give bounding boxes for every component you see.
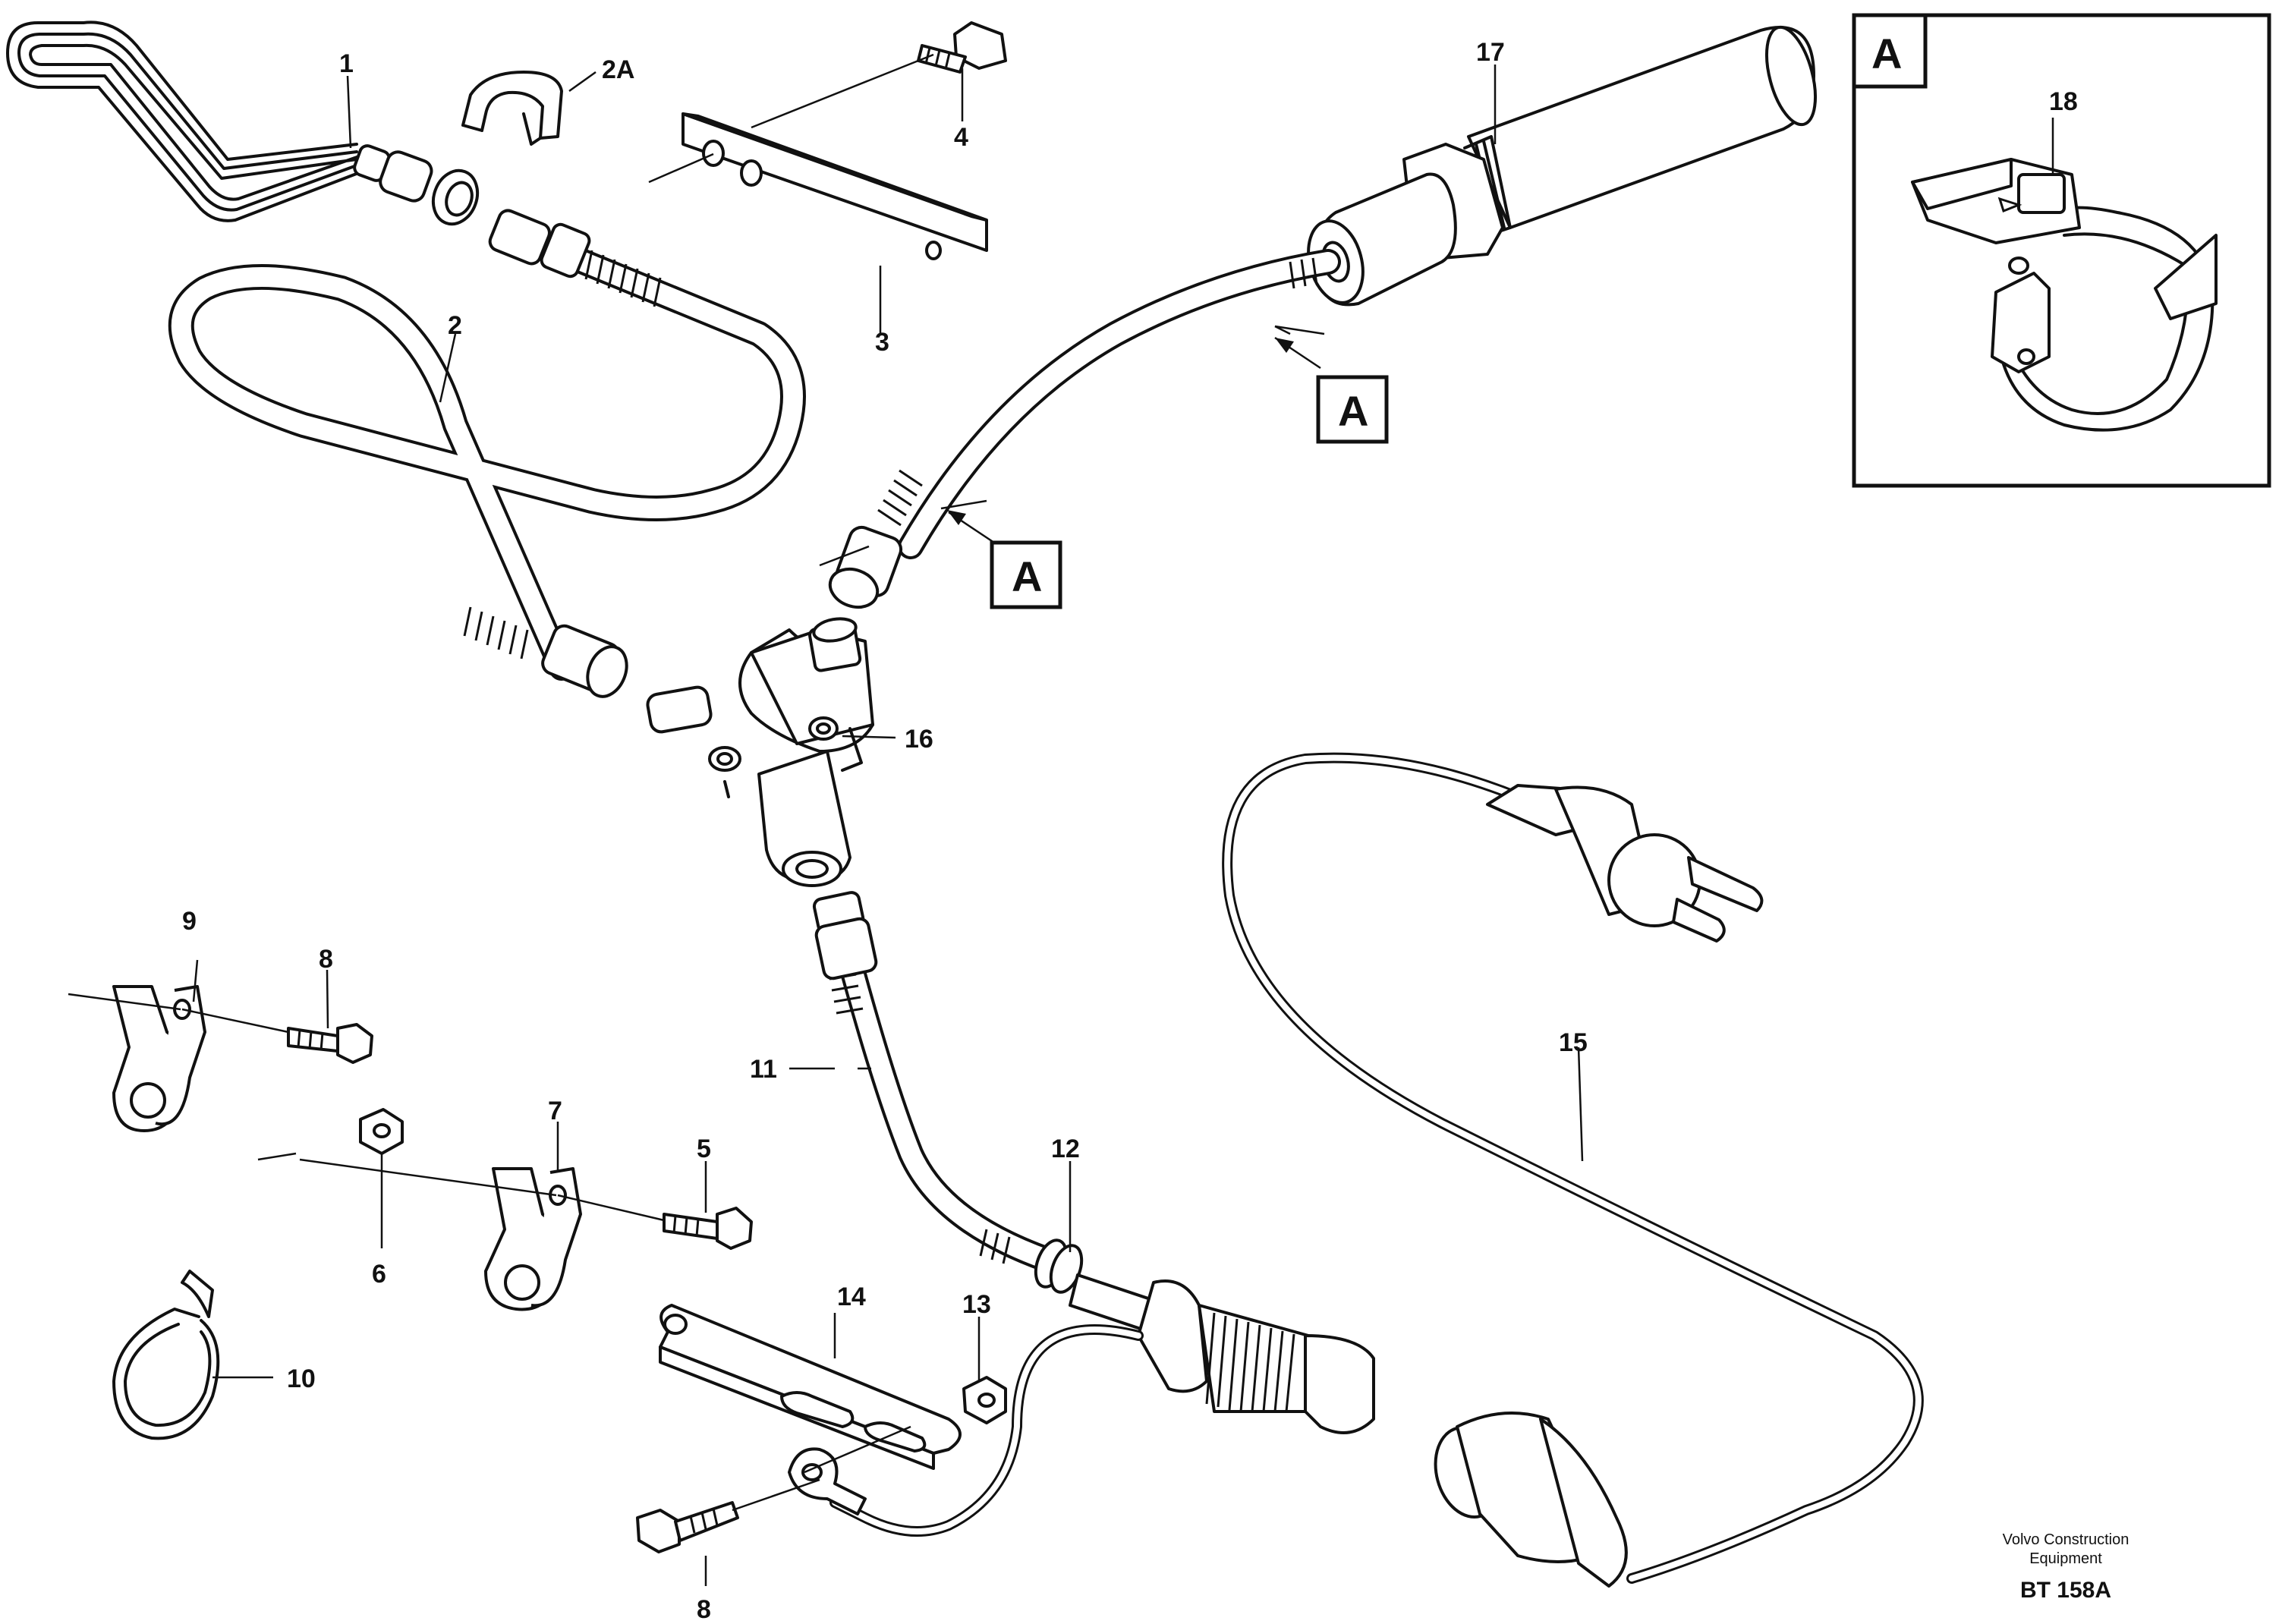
- cable-lug[interactable]: [788, 1447, 867, 1515]
- lower-hose[interactable]: [826, 905, 1060, 1273]
- hose-clamp[interactable]: [1030, 1236, 1088, 1296]
- extension-cable[interactable]: [1222, 752, 1924, 1584]
- detail-ref-a-upper-text: A: [1338, 387, 1368, 435]
- callout-18: 18: [2049, 87, 2078, 116]
- mains-plug[interactable]: [1486, 784, 1764, 943]
- heater-sleeve[interactable]: [1300, 22, 1824, 309]
- cable-tie[interactable]: [112, 1270, 220, 1440]
- plug-socket-end[interactable]: [1426, 1412, 1628, 1588]
- callout-9: 9: [182, 907, 197, 936]
- callout-17: 17: [1476, 38, 1505, 67]
- callout-4: 4: [954, 123, 968, 152]
- callouts: 1 2A 4 3 2 17 16 9 8 7 5 6 11 12 15 14 1…: [182, 38, 2078, 1624]
- brand-line-1: Volvo Construction: [2003, 1531, 2129, 1548]
- mounting-bracket[interactable]: [659, 1304, 962, 1470]
- screw-5[interactable]: [663, 1207, 753, 1250]
- outlet-hose[interactable]: [877, 249, 1341, 559]
- leader-lines: [68, 53, 1584, 1586]
- t-connector[interactable]: [646, 615, 874, 887]
- inset-label: A: [1871, 30, 1902, 77]
- callout-8-upper: 8: [319, 945, 333, 974]
- callout-2a: 2A: [602, 55, 634, 84]
- detail-ref-a-lower[interactable]: A: [990, 540, 1062, 609]
- screw-8-lower[interactable]: [636, 1501, 739, 1553]
- detail-ref-a-upper[interactable]: A: [1316, 375, 1389, 444]
- detail-a-marker-upper: [1274, 336, 1321, 370]
- nut-6[interactable]: [359, 1108, 404, 1155]
- detail-ref-a-lower-text: A: [1012, 552, 1042, 600]
- detail-a-marker-lower: [947, 510, 995, 544]
- callout-2: 2: [448, 311, 462, 340]
- heater-element[interactable]: [6, 20, 485, 230]
- callout-3: 3: [875, 328, 889, 357]
- earth-wire: [829, 1324, 1144, 1537]
- callout-15: 15: [1559, 1028, 1588, 1057]
- brand-line-2: Equipment: [2029, 1550, 2102, 1567]
- screw-8-upper[interactable]: [287, 1023, 373, 1064]
- callout-16: 16: [905, 725, 933, 754]
- callout-5: 5: [697, 1135, 711, 1163]
- callout-11: 11: [750, 1055, 777, 1084]
- hose-fitting-lower: [463, 606, 628, 698]
- nut-13[interactable]: [962, 1376, 1007, 1424]
- figure-code: BT 158A: [2020, 1578, 2111, 1603]
- power-socket[interactable]: [1069, 1273, 1375, 1434]
- bracket-plate[interactable]: [681, 112, 988, 260]
- callout-14: 14: [837, 1283, 866, 1311]
- hose-clamp-detail[interactable]: [1911, 118, 2218, 432]
- callout-6: 6: [372, 1260, 386, 1289]
- hose-fitting-upper: [488, 209, 662, 307]
- callout-7: 7: [548, 1097, 562, 1125]
- screw-4[interactable]: [917, 21, 1007, 74]
- callout-12: 12: [1051, 1135, 1080, 1163]
- callout-8-lower: 8: [697, 1595, 711, 1624]
- hose-coupling-lower: [812, 891, 878, 980]
- hose-coupling-upper: [828, 525, 903, 609]
- p-clip-7[interactable]: [484, 1167, 582, 1311]
- p-clip-9[interactable]: [112, 985, 206, 1132]
- coolant-hose[interactable]: [168, 234, 806, 681]
- clip-2a[interactable]: [461, 71, 563, 146]
- callout-13: 13: [962, 1290, 991, 1319]
- callout-1: 1: [339, 49, 354, 78]
- callout-10: 10: [287, 1364, 316, 1393]
